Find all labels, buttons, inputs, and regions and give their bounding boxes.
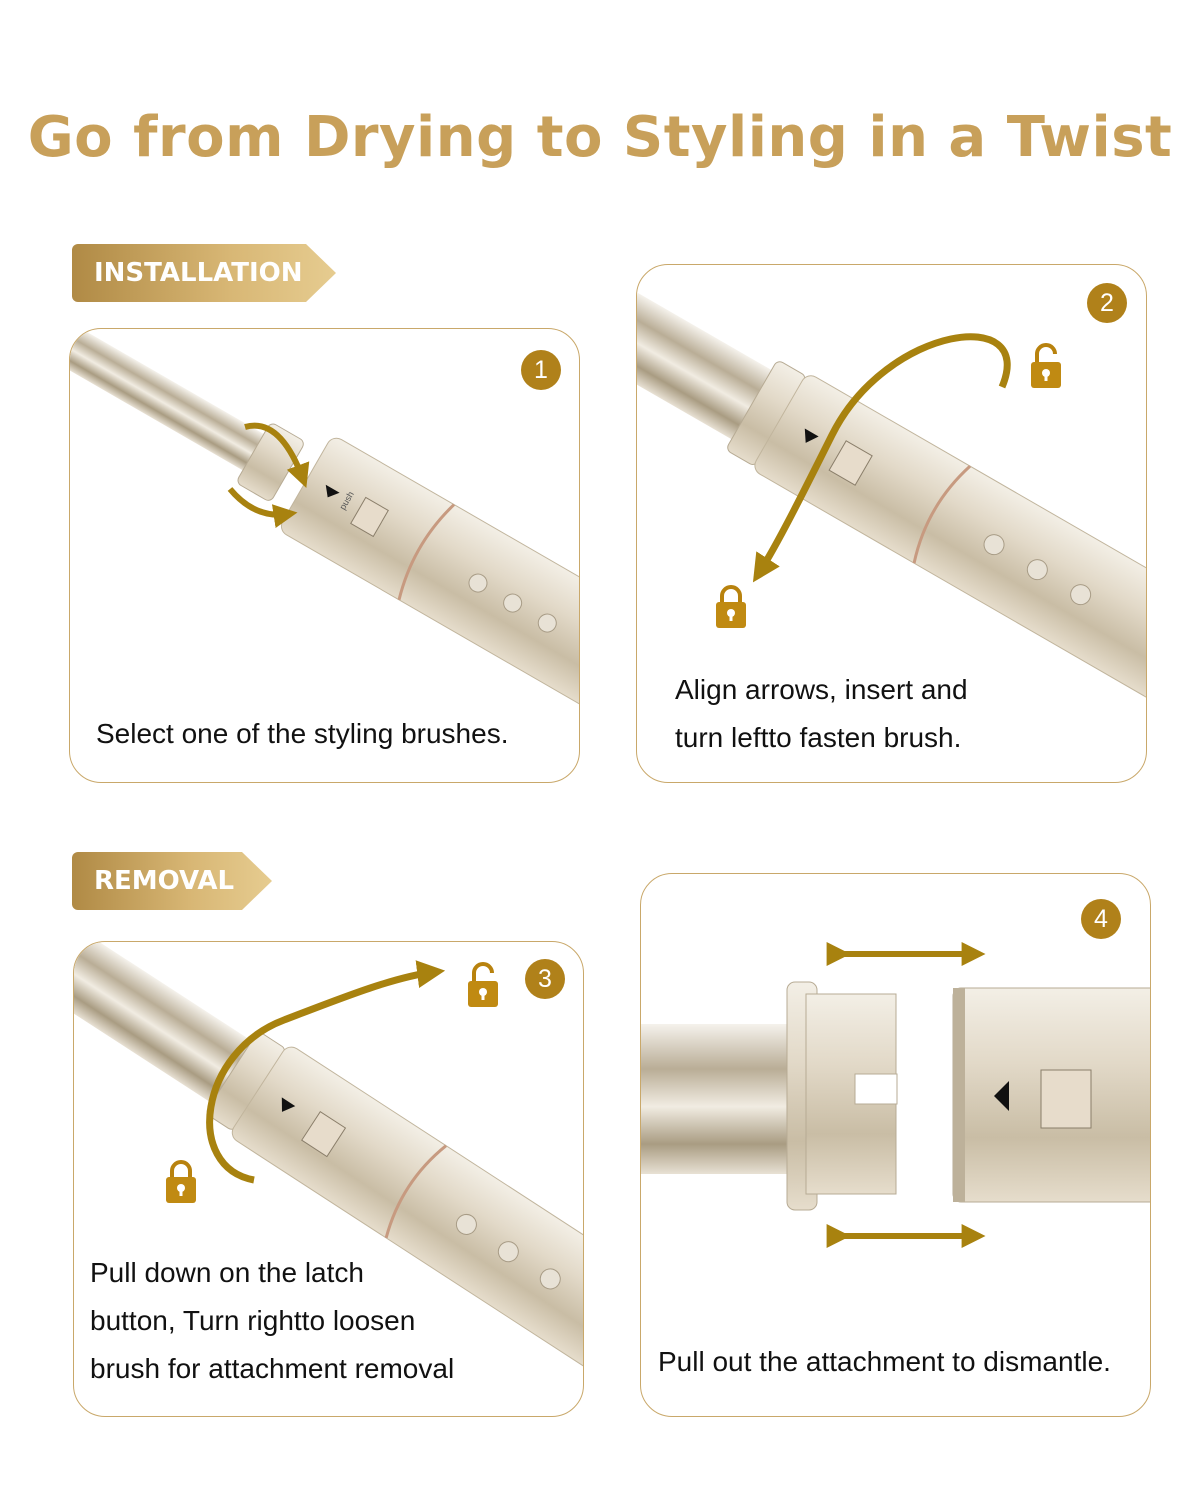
step-2-illustration xyxy=(637,275,1146,716)
lock-icon xyxy=(164,1160,198,1204)
step-number-badge: 2 xyxy=(1087,283,1127,323)
caption-line: brush for attachment removal xyxy=(90,1353,455,1384)
caption-line: Pull down on the latch xyxy=(90,1257,364,1288)
step-4-illustration xyxy=(641,942,1150,1248)
step-number-badge: 4 xyxy=(1081,899,1121,939)
page-title: Go from Drying to Styling in a Twist xyxy=(27,105,1173,170)
installation-tag: INSTALLATION xyxy=(72,244,336,302)
step-number-badge: 1 xyxy=(521,350,561,390)
lock-icon xyxy=(714,585,748,629)
step-3-caption: Pull down on the latch button, Turn righ… xyxy=(90,1249,454,1393)
curved-arrow-icon xyxy=(244,422,310,488)
step-4-caption: Pull out the attachment to dismantle. xyxy=(658,1346,1111,1377)
caption-line: button, Turn rightto loosen xyxy=(90,1305,416,1336)
removal-tag: REMOVAL xyxy=(72,852,272,910)
curved-arrow-icon xyxy=(206,960,446,1184)
unlock-icon xyxy=(466,962,500,1008)
step-3-card: 3 Pull down on the latch button, Turn ri… xyxy=(73,941,584,1417)
unlock-icon xyxy=(1029,343,1063,389)
step-3-illustration xyxy=(74,942,583,1394)
step-1-card: push 1 Select one of the styling brushes… xyxy=(69,328,580,783)
curved-arrow-icon xyxy=(752,333,1011,583)
curved-arrow-icon xyxy=(227,487,298,529)
step-4-card: 4 Pull out the attachment to dismantle. xyxy=(640,873,1151,1417)
caption-line: Align arrows, insert and xyxy=(675,674,968,705)
caption-line: turn leftto fasten brush. xyxy=(675,722,962,753)
step-2-caption: Align arrows, insert and turn leftto fas… xyxy=(675,666,968,762)
step-1-illustration: push xyxy=(70,329,579,737)
step-number-badge: 3 xyxy=(525,959,565,999)
step-2-card: 2 Align arrows, insert and turn leftto f… xyxy=(636,264,1147,783)
step-1-caption: Select one of the styling brushes. xyxy=(96,718,509,749)
